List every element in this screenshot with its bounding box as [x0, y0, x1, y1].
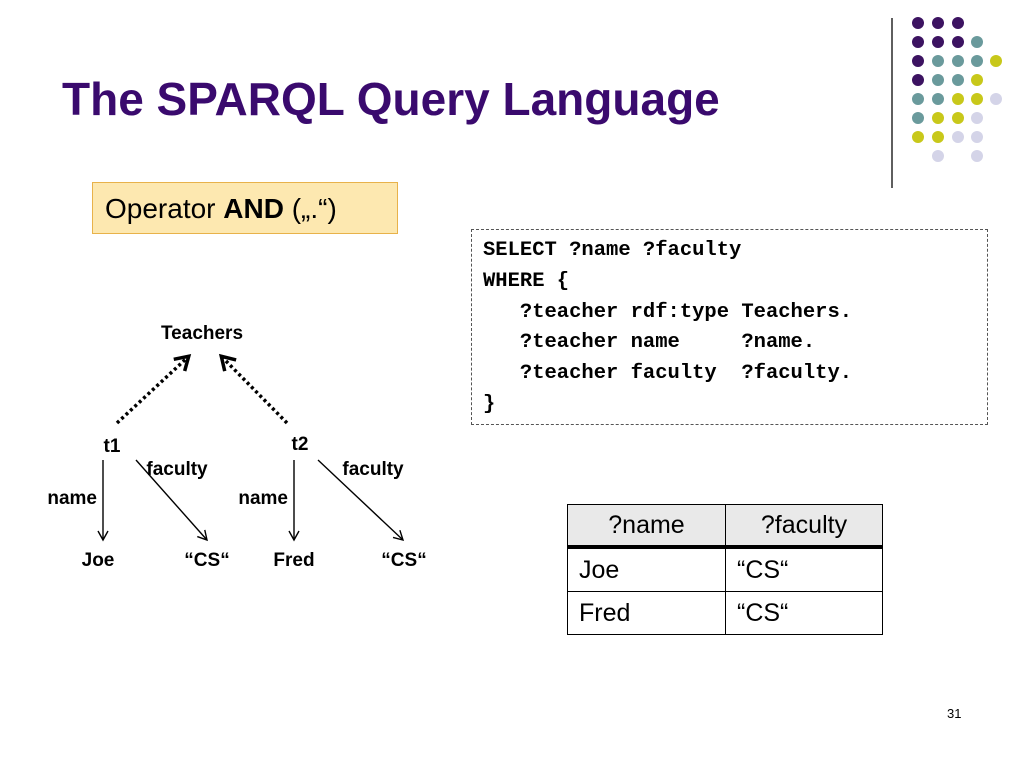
literal-fred: Fred [273, 550, 314, 571]
result-table: ?name ?faculty Joe “CS“ Fred “CS“ [567, 504, 883, 635]
literal-joe: Joe [82, 550, 115, 571]
table-row: Fred “CS“ [567, 591, 883, 635]
type-edge-t1 [115, 354, 192, 425]
query-line: ?teacher rdf:type Teachers. [483, 300, 853, 324]
literal-cs-t2: “CS“ [381, 550, 426, 571]
faculty-edge-label-t1: faculty [146, 459, 208, 480]
column-header-faculty: ?faculty [725, 504, 883, 549]
table-cell: “CS“ [725, 591, 883, 635]
slide-title: The SPARQL Query Language [62, 73, 720, 125]
query-line: ?teacher faculty ?faculty. [483, 362, 853, 386]
literal-cs-t1: “CS“ [184, 550, 229, 571]
faculty-edge-t1 [135, 459, 208, 542]
query-line: SELECT ?name ?faculty [483, 239, 742, 262]
faculty-edge-label-t2: faculty [342, 459, 404, 480]
faculty-edge-t2 [317, 459, 405, 541]
decorative-divider [891, 18, 893, 188]
operator-box: Operator AND („.“) [92, 182, 398, 234]
operator-keyword: AND [223, 193, 284, 224]
instance-node-t1: t1 [104, 436, 121, 457]
column-header-name: ?name [567, 504, 726, 549]
result-table-header-row: ?name ?faculty [567, 504, 883, 549]
operator-prefix: Operator [105, 193, 224, 224]
operator-suffix: („.“) [283, 193, 337, 224]
table-cell: Fred [567, 591, 726, 635]
type-edge-t2 [218, 353, 289, 425]
class-node-teachers: Teachers [161, 323, 243, 344]
table-row: Joe “CS“ [567, 546, 883, 592]
query-line: ?teacher name ?name. [483, 331, 816, 355]
name-edge-label-t1: name [47, 488, 97, 509]
table-cell: “CS“ [725, 546, 883, 592]
query-line: } [483, 392, 496, 416]
sparql-query-box: SELECT ?name ?faculty WHERE { ?teacher r… [471, 229, 988, 425]
instance-node-t2: t2 [292, 434, 309, 455]
decorative-dot-grid [912, 17, 1002, 162]
name-edge-label-t2: name [238, 488, 288, 509]
page-number: 31 [947, 706, 962, 721]
rdf-graph-diagram: Teachers t1 t2 name faculty Joe “CS“ nam… [47, 323, 426, 571]
query-line: WHERE { [483, 269, 570, 293]
table-cell: Joe [567, 546, 726, 592]
